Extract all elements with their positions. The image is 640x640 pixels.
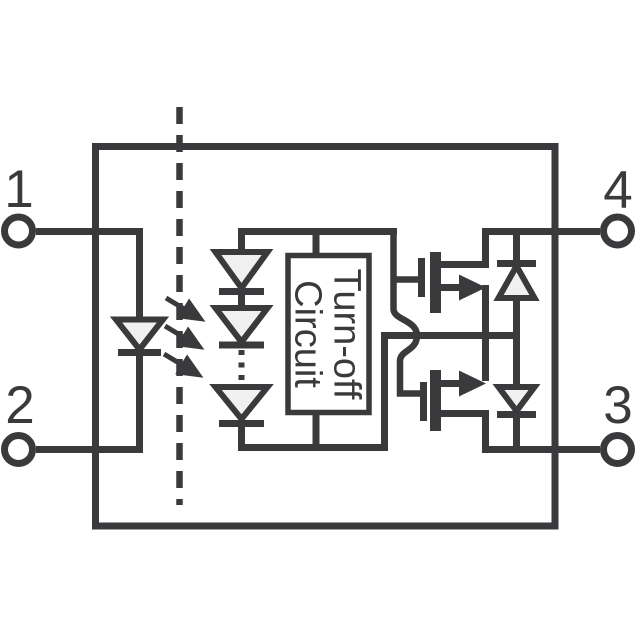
pin-3-terminal	[600, 432, 635, 467]
photodiode-icon	[209, 305, 274, 347]
turn-off-circuit-label: Turn-off Circuit	[287, 269, 368, 400]
upper-body-diode-icon	[493, 228, 540, 339]
source-arrow-icon	[459, 370, 486, 397]
pin-2-terminal	[1, 432, 36, 467]
photodiode-icon	[209, 249, 274, 294]
light-emission-arrows-icon	[162, 295, 206, 378]
light-arrow-head	[175, 354, 204, 378]
input-led	[109, 228, 170, 453]
turn-off-circuit-block: Turn-off Circuit	[285, 228, 372, 450]
led-diode-icon	[109, 316, 170, 355]
turn-off-circuit-box	[285, 252, 372, 416]
pin-3-label: 3	[603, 376, 632, 435]
light-arrow-tail	[163, 323, 187, 341]
source-arrow-icon	[459, 274, 486, 301]
package-outline	[92, 143, 559, 530]
gate-wire-with-crossover-hop	[390, 228, 422, 397]
light-arrow-tail	[162, 351, 186, 369]
light-arrow-icon	[162, 351, 204, 378]
diode-triangle	[492, 384, 541, 416]
light-arrow-icon	[163, 323, 205, 350]
turn-off-label-line1: Turn-off	[326, 269, 368, 400]
turn-off-label-line2: Circuit	[287, 280, 329, 388]
pin-4-terminal	[600, 213, 635, 249]
pin-1-label: 1	[4, 160, 33, 219]
photodiode-stack-icon	[209, 228, 397, 451]
light-arrow-head	[177, 298, 206, 322]
light-arrow-icon	[164, 295, 206, 322]
photodiode-icon	[209, 384, 274, 424]
light-arrow-head	[176, 326, 205, 350]
pin-1-terminal	[1, 213, 36, 249]
diode-triangle	[493, 259, 540, 301]
light-arrow-tail	[164, 295, 188, 313]
lower-mosfet-icon	[420, 339, 489, 453]
pin-2-label: 2	[5, 376, 34, 435]
upper-mosfet-icon	[418, 228, 489, 339]
pin-4-label: 4	[603, 161, 632, 220]
lower-body-diode-icon	[492, 332, 541, 453]
